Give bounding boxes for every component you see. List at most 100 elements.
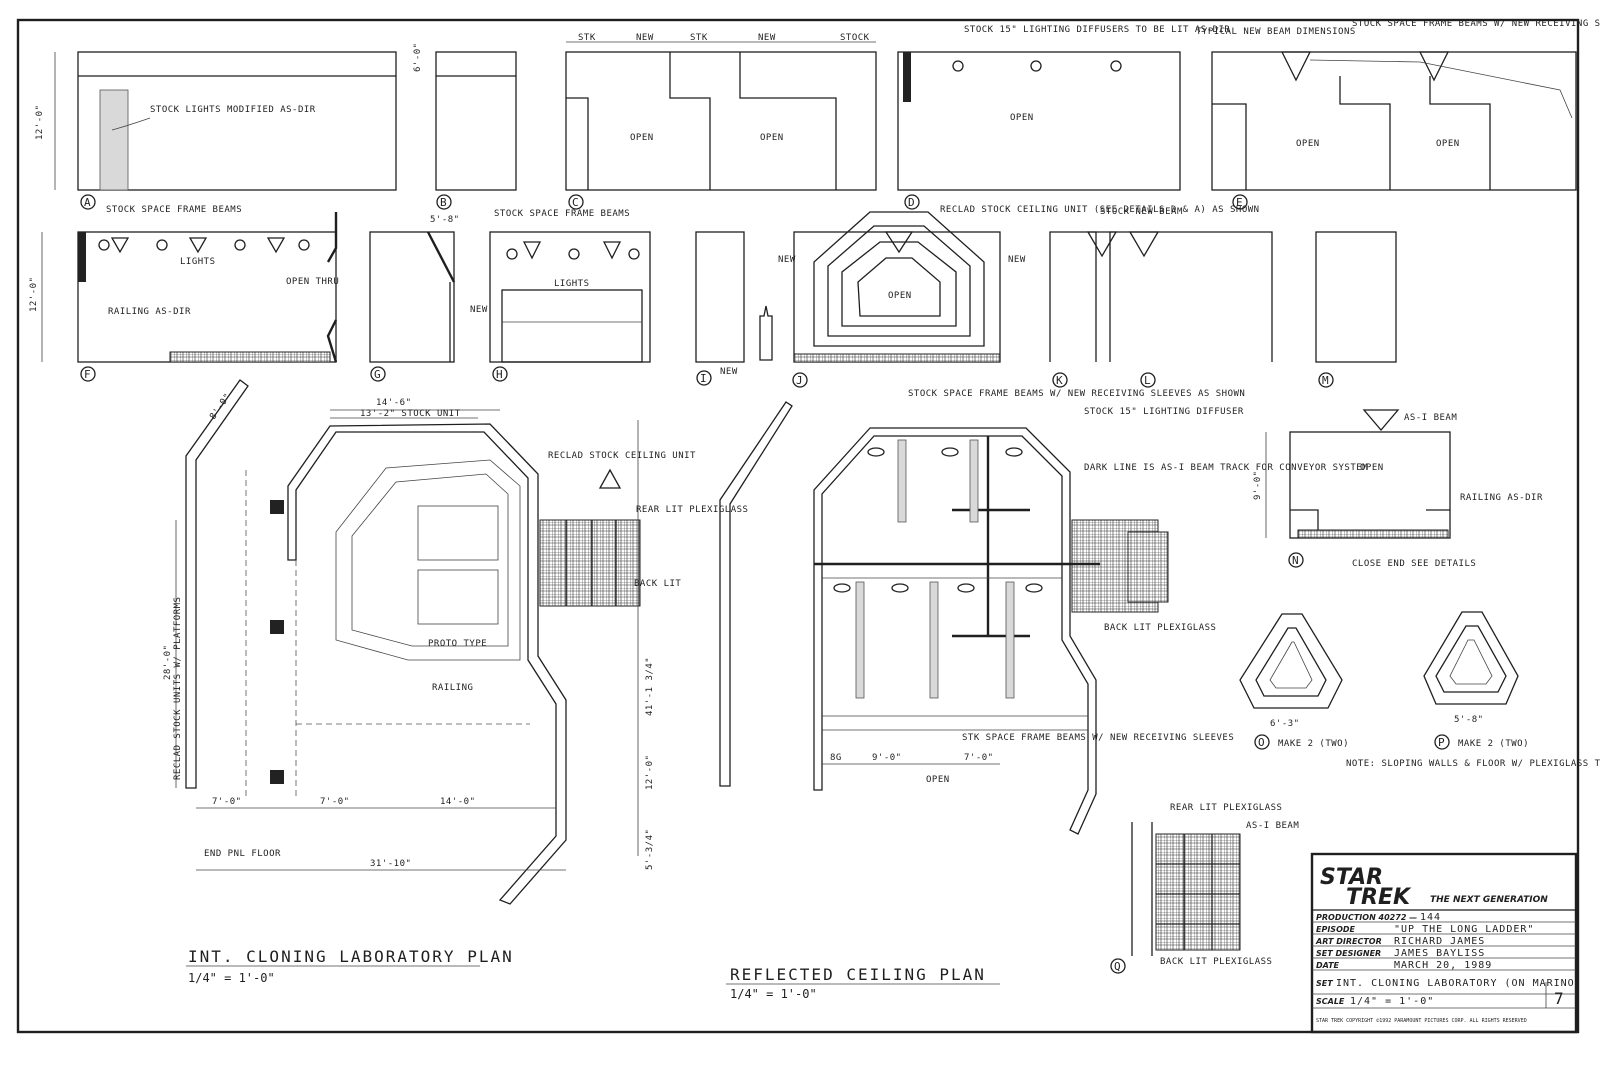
plan-dim-7-0-a: 7'-0" xyxy=(212,797,242,807)
detail-o: 6'-3" O MAKE 2 (TWO) xyxy=(1239,613,1349,750)
plan-dim-stock-unit: 13'-2" STOCK UNIT xyxy=(360,409,461,419)
plan-scale: 1/4" = 1'-0" xyxy=(188,971,275,985)
tb-set-value: INT. CLONING LABORATORY (ON MARINO) xyxy=(1336,978,1582,989)
plan-dim-14-6: 14'-6" xyxy=(376,398,412,408)
title-block: STAR TREK THE NEXT GENERATION PRODUCTION… xyxy=(1310,852,1582,1034)
elevation-f: 12'-0" STOCK SPACE FRAME BEAMS LIGHTS OP… xyxy=(29,205,339,382)
elevation-c-dim-1: STK xyxy=(578,33,596,43)
tb-episode-label: EPISODE xyxy=(1316,925,1356,934)
ceiling-note-beams: STOCK SPACE FRAME BEAMS W/ NEW RECEIVING… xyxy=(908,389,1245,399)
plan-dim-7-0-b: 7'-0" xyxy=(320,797,350,807)
plan-title: INT. CLONING LABORATORY PLAN xyxy=(188,947,514,966)
detail-p: 5'-8" P MAKE 2 (TWO) xyxy=(1423,611,1529,750)
sheet-border xyxy=(16,18,1580,1034)
tb-production-value: 144 xyxy=(1420,912,1441,923)
tb-set-label: SET xyxy=(1316,979,1333,988)
ceiling-note-stk-beams: STK SPACE FRAME BEAMS W/ NEW RECEIVING S… xyxy=(962,733,1234,743)
elevation-a-note: STOCK LIGHTS MODIFIED AS-DIR xyxy=(150,105,316,115)
elevation-d-top-note: STOCK 15" LIGHTING DIFFUSERS TO BE LIT A… xyxy=(964,25,1230,35)
ceiling-dim-8g: 8G xyxy=(830,753,842,763)
tb-date-label: DATE xyxy=(1316,961,1340,970)
elevation-h-note: STOCK SPACE FRAME BEAMS xyxy=(494,209,630,219)
section-n: 9'-0" AS-I BEAM OPEN RAILING AS-DIR CLOS… xyxy=(1253,409,1543,569)
elevation-i-new: NEW xyxy=(720,367,738,377)
elevation-i-label: I xyxy=(700,372,707,385)
elevation-f-railing: RAILING AS-DIR xyxy=(108,307,191,317)
plan-note-reclad: RECLAD STOCK CEILING UNIT xyxy=(548,451,696,461)
elevation-k-label: K xyxy=(1056,374,1063,387)
elevation-e-top-note-2: STOCK SPACE FRAME BEAMS W/ NEW RECEIVING… xyxy=(1352,19,1600,29)
detail-o-label: O xyxy=(1258,736,1265,749)
ceiling-dim-9-0: 9'-0" xyxy=(872,753,902,763)
section-n-label: N xyxy=(1292,554,1299,567)
tb-set-designer-value: JAMES BAYLISS xyxy=(1394,948,1485,959)
elevation-j-open: OPEN xyxy=(888,291,912,301)
elevation-g-label: G xyxy=(374,368,381,381)
elevation-g-dim: 5'-8" xyxy=(430,215,460,225)
detail-q-note-1: REAR LIT PLEXIGLASS xyxy=(1170,803,1282,813)
elevation-h-label: H xyxy=(496,368,503,381)
elevation-d-label: D xyxy=(908,196,915,209)
detail-q: REAR LIT PLEXIGLASS AS-I BEAM BACK LIT P… xyxy=(1110,803,1299,974)
ceiling-dim-7-0: 7'-0" xyxy=(964,753,994,763)
tb-footer: STAR TREK COPYRIGHT ©1992 PARAMOUNT PICT… xyxy=(1316,1018,1527,1024)
plan-note-end-floor: END PNL FLOOR xyxy=(204,849,281,859)
elevation-b: 6'-0" B xyxy=(413,42,517,210)
elevation-m: M xyxy=(1315,231,1397,388)
section-n-close-end: CLOSE END SEE DETAILS xyxy=(1352,559,1476,569)
elevation-a-label: A xyxy=(84,196,91,209)
elevation-h-lights: LIGHTS xyxy=(554,279,590,289)
ceiling-note-open: OPEN xyxy=(926,775,950,785)
detail-p-dim: 5'-8" xyxy=(1454,715,1484,725)
elevation-l: L xyxy=(1140,372,1156,388)
reflected-ceiling-plan: STOCK SPACE FRAME BEAMS W/ NEW RECEIVING… xyxy=(719,389,1368,1001)
plan-dim-8-0: 8'-0" xyxy=(208,392,233,422)
section-n-dim: 9'-0" xyxy=(1253,470,1263,500)
elevation-f-dim: 12'-0" xyxy=(29,276,39,312)
elevation-j: RECLAD STOCK CEILING UNIT (SEE DETAILS D… xyxy=(759,205,1259,388)
elevation-d-open: OPEN xyxy=(1010,113,1034,123)
detail-q-note-2: AS-I BEAM xyxy=(1246,821,1299,831)
elevation-j-new-2: NEW xyxy=(1008,255,1026,265)
cloning-lab-plan: 14'-6" 13'-2" STOCK UNIT 8'-0" 28'-0" 7'… xyxy=(163,379,748,985)
elevation-c-dim-3: STK xyxy=(690,33,708,43)
plan-note-rear-lit: REAR LIT PLEXIGLASS xyxy=(636,505,748,515)
elevation-c: STK NEW STK NEW STOCK OPEN OPEN C xyxy=(565,33,877,210)
elevation-c-dim-2: NEW xyxy=(636,33,654,43)
elevation-e-top-note: TYPICAL NEW BEAM DIMENSIONS xyxy=(1196,27,1356,37)
elevation-e: TYPICAL NEW BEAM DIMENSIONS STOCK SPACE … xyxy=(1196,19,1600,210)
logo-trek: TREK xyxy=(1346,885,1412,910)
logo-subtitle: THE NEXT GENERATION xyxy=(1430,895,1548,905)
detail-p-label: P xyxy=(1438,736,1445,749)
elevation-d: STOCK 15" LIGHTING DIFFUSERS TO BE LIT A… xyxy=(897,25,1230,210)
section-n-railing: RAILING AS-DIR xyxy=(1460,493,1543,503)
elevation-c-label: C xyxy=(572,196,579,209)
elevation-f-note: STOCK SPACE FRAME BEAMS xyxy=(106,205,242,215)
elevation-l-label: L xyxy=(1144,374,1151,387)
elevation-e-label: E xyxy=(1236,196,1243,209)
ceiling-note-diffuser: STOCK 15" LIGHTING DIFFUSER xyxy=(1084,407,1244,417)
ceiling-scale: 1/4" = 1'-0" xyxy=(730,987,817,1001)
elevation-b-dim: 6'-0" xyxy=(413,42,423,72)
tb-art-director-label: ART DIRECTOR xyxy=(1315,937,1382,946)
elevation-i: NEW I xyxy=(695,231,745,386)
detail-q-label: Q xyxy=(1114,960,1121,973)
elevation-j-new-1: NEW xyxy=(778,255,796,265)
elevation-f-label: F xyxy=(84,368,91,381)
elevation-h: STOCK SPACE FRAME BEAMS LIGHTS NEW H xyxy=(470,209,651,382)
ceiling-title: REFLECTED CEILING PLAN xyxy=(730,965,986,984)
elevation-c-open-1: OPEN xyxy=(630,133,654,143)
elevation-f-side: OPEN THRU xyxy=(286,277,339,287)
elevation-j-label: J xyxy=(796,374,803,387)
tb-art-director-value: RICHARD JAMES xyxy=(1394,936,1485,947)
elevation-e-open-2: OPEN xyxy=(1436,139,1460,149)
plan-note-back-lit: BACK LIT xyxy=(634,579,681,589)
plan-dim-28-0: 28'-0" xyxy=(163,644,173,680)
tb-production-label: PRODUCTION 40272 — xyxy=(1316,913,1417,922)
elevation-e-open-1: OPEN xyxy=(1296,139,1320,149)
elevation-b-label: B xyxy=(440,196,447,209)
plan-dim-41-1-3-4: 41'-1 3/4" xyxy=(645,657,655,716)
details-note: NOTE: SLOPING WALLS & FLOOR W/ PLEXIGLAS… xyxy=(1346,759,1600,769)
elevation-h-new: NEW xyxy=(470,305,488,315)
